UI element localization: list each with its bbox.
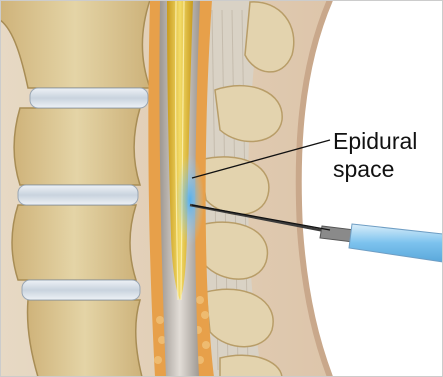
disc: [18, 185, 138, 205]
vertebral-body: [12, 205, 136, 280]
vertebral-body: [27, 300, 142, 377]
anesthetic-injection: [176, 154, 204, 246]
disc: [22, 280, 140, 300]
vertebral-body: [14, 108, 140, 185]
epidural-space-label: Epidural space: [333, 127, 441, 183]
disc: [30, 88, 148, 108]
